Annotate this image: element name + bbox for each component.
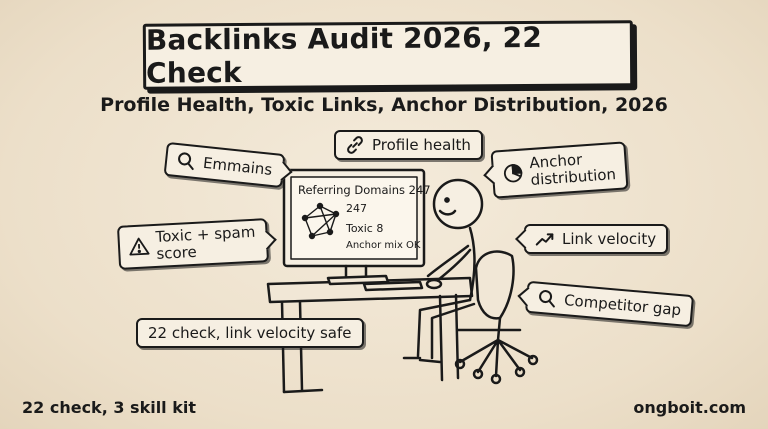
tag-anchor-distribution: Anchor distribution — [490, 141, 629, 199]
footer-right[interactable]: ongboit.com — [633, 398, 746, 417]
monitor-line-2: 247 — [346, 202, 367, 215]
tag-anchor-label: Anchor distribution — [529, 149, 617, 189]
monitor-line-3: Toxic 8 — [345, 222, 383, 235]
monitor — [282, 168, 426, 286]
person-figure — [402, 178, 484, 364]
tag-link-velocity: Link velocity — [524, 224, 669, 254]
monitor-line-1: Referring Domains 247 — [298, 183, 431, 197]
network-graph-icon — [301, 202, 340, 240]
tag-check-safe: 22 check, link velocity safe — [136, 318, 364, 348]
tag-profile-health: Profile health — [334, 130, 483, 160]
tag-toxic-line-1: Toxic + spam — [155, 222, 256, 246]
pie-chart-icon — [503, 164, 523, 183]
warning-icon — [129, 237, 150, 256]
tag-toxic-spam: Toxic + spam score — [116, 218, 269, 270]
keyboard — [362, 280, 424, 292]
tag-toxic-label: Toxic + spam score — [155, 222, 257, 263]
chair — [454, 250, 539, 385]
tag-competitor-gap-label: Competitor gap — [563, 290, 682, 319]
search-icon — [539, 290, 555, 308]
tag-competitor-gap: Competitor gap — [524, 280, 695, 328]
search-icon — [178, 152, 194, 171]
footer-left: 22 check, 3 skill kit — [22, 398, 196, 417]
subtitle: Profile Health, Toxic Links, Anchor Dist… — [100, 94, 668, 116]
trend-up-icon — [535, 233, 554, 246]
tag-profile-health-label: Profile health — [372, 135, 471, 154]
tag-toxic-line-2: score — [155, 242, 198, 263]
tag-emmains: Emmains — [163, 141, 286, 189]
tag-link-velocity-label: Link velocity — [562, 229, 657, 248]
monitor-line-4: Anchor mix OK — [346, 240, 421, 251]
link-icon — [347, 136, 363, 154]
mouse — [425, 278, 443, 290]
tag-check-safe-label: 22 check, link velocity safe — [148, 323, 352, 342]
tag-emmains-label: Emmains — [202, 153, 274, 179]
